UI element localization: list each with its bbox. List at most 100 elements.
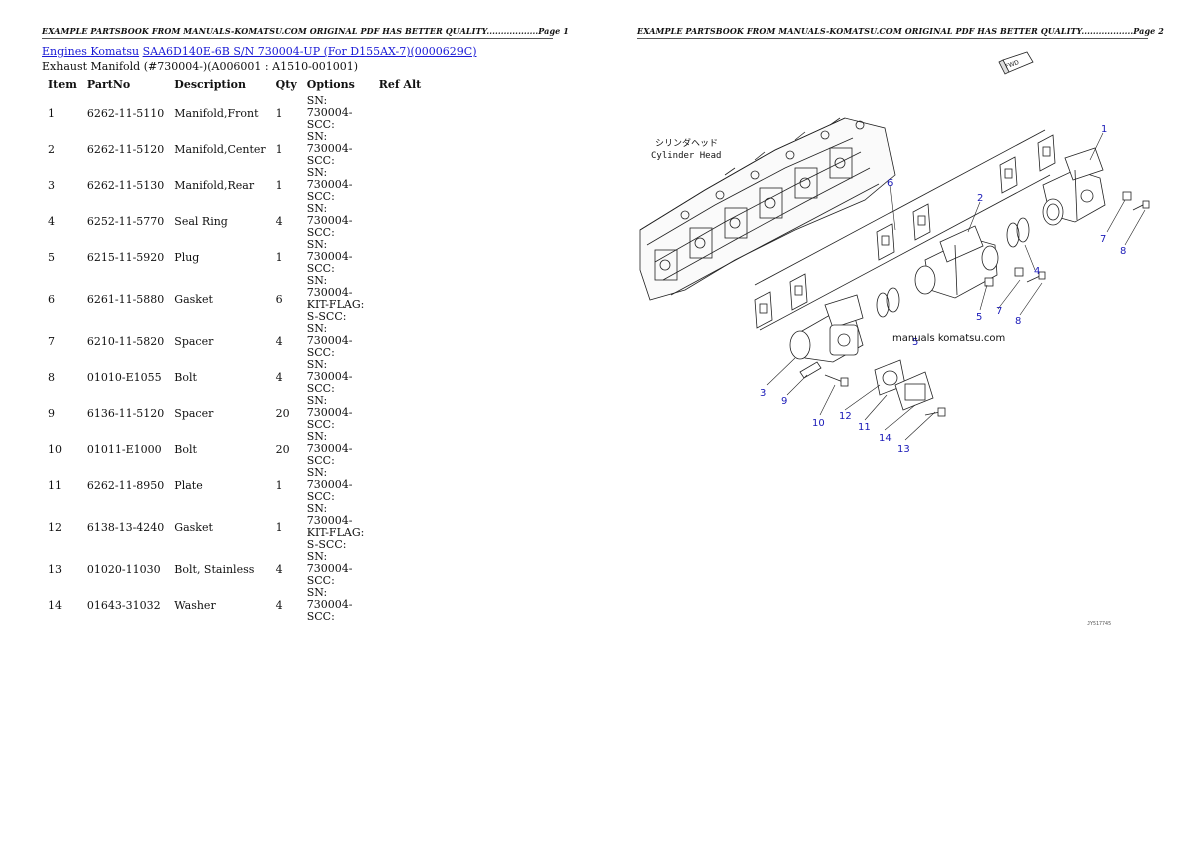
cell-item: 10: [48, 442, 62, 456]
cell-item: 2: [48, 142, 55, 156]
callout-10: 10: [812, 418, 825, 429]
cell-description: Manifold,Front: [174, 106, 259, 120]
col-item: Item: [48, 77, 77, 91]
cell-ref-alt: [373, 395, 426, 431]
col-options: Options: [306, 77, 355, 91]
cylinder-head-jp-label: シリンダヘッド: [655, 137, 718, 149]
cell-options: SN: 730004-KIT-FLAG: S-SCC:: [306, 274, 365, 323]
cell-description: Seal Ring: [174, 214, 228, 228]
callout-3: 3: [760, 388, 766, 399]
cell-description: Washer: [174, 598, 216, 612]
cell-item: 5: [48, 250, 55, 264]
cell-description: Bolt, Stainless: [174, 562, 255, 576]
cell-partno: 6261-11-5880: [86, 292, 165, 306]
callout-12: 12: [839, 411, 852, 422]
manifold-rear-drawing: [789, 294, 864, 363]
manifold-center-drawing: [914, 225, 999, 299]
cell-partno: 6262-11-5130: [86, 178, 165, 192]
cell-description: Manifold,Rear: [174, 178, 255, 192]
breadcrumb-engines-link[interactable]: Engines Komatsu: [42, 45, 140, 58]
cell-ref-alt: [373, 95, 426, 131]
page-2-header: EXAMPLE PARTSBOOK FROM MANUALS-KOMATSU.C…: [637, 26, 1164, 39]
page-1: EXAMPLE PARTSBOOK FROM MANUALS-KOMATSU.C…: [42, 26, 569, 623]
cell-options: SN: 730004-SCC:: [306, 322, 353, 359]
cell-partno: 6138-13-4240: [86, 520, 165, 534]
page-subtitle: Exhaust Manifold (#730004-)(A006001 : A1…: [42, 60, 359, 73]
cell-description: Plate: [174, 478, 203, 492]
cell-ref-alt: [373, 587, 426, 623]
cell-options: SN: 730004-SCC:: [306, 202, 353, 239]
small-parts-drawing: [799, 191, 1150, 387]
callout-14: 14: [879, 433, 892, 444]
cell-ref-alt: [373, 503, 426, 551]
cell-ref-alt: [373, 467, 426, 503]
cylinder-head-label: Cylinder Head: [651, 151, 721, 161]
exhaust-manifold-diagram: 1 2 3 4 5 6 7 8 9 10 11 12 13 14 7 8 5 シ…: [639, 51, 1150, 627]
cell-ref-alt: [373, 275, 426, 323]
plate-gasket-drawing: [874, 359, 946, 417]
callout-7: 7: [1100, 234, 1106, 245]
page-2: EXAMPLE PARTSBOOK FROM MANUALS-KOMATSU.C…: [595, 0, 1190, 842]
cell-partno: 6252-11-5770: [86, 214, 165, 228]
breadcrumb-model-link[interactable]: SAA6D140E-6B S/N 730004-UP (For D155AX-7…: [142, 45, 477, 58]
cell-ref-alt: [373, 167, 426, 203]
col-description: Description: [174, 77, 246, 91]
cell-options: SN: 730004-SCC:: [306, 466, 353, 503]
gasket-6-drawing: [754, 134, 1056, 329]
cell-qty: 4: [275, 598, 283, 612]
col-ref-alt: Ref Alt: [378, 77, 422, 91]
cell-ref-alt: [373, 323, 426, 359]
cell-qty: 1: [275, 520, 283, 534]
cell-description: Bolt: [174, 370, 197, 384]
cell-description: Bolt: [174, 442, 197, 456]
cell-partno: 01020-11030: [86, 562, 161, 576]
cell-item: 6: [48, 292, 55, 306]
seal-ring-4-drawing: [876, 217, 1030, 318]
col-partno: PartNo: [86, 77, 131, 91]
cell-item: 1: [48, 106, 55, 120]
cell-partno: 01011-E1000: [86, 442, 162, 456]
cell-ref-alt: [373, 203, 426, 239]
cell-ref-alt: [373, 431, 426, 467]
cell-description: Manifold,Center: [174, 142, 266, 156]
cell-partno: 6215-11-5920: [86, 250, 165, 264]
cell-description: Spacer: [174, 406, 214, 420]
cell-item: 8: [48, 370, 55, 384]
cell-description: Plug: [174, 250, 200, 264]
callout-9: 9: [781, 396, 787, 407]
cell-item: 3: [48, 178, 55, 192]
cell-qty: 4: [275, 214, 283, 228]
breadcrumb: Engines Komatsu SAA6D140E-6B S/N 730004-…: [42, 45, 477, 58]
table-header-row: Item PartNo Description Qty Options Ref …: [42, 76, 425, 95]
fwd-arrow-icon: [998, 51, 1034, 75]
callout-11: 11: [858, 422, 871, 433]
drawing-code: JY517745: [1087, 621, 1111, 627]
callout-2: 2: [977, 193, 983, 204]
cell-qty: 4: [275, 334, 283, 348]
page-1-header: EXAMPLE PARTSBOOK FROM MANUALS-KOMATSU.C…: [42, 26, 569, 39]
callout-8: 8: [1120, 246, 1126, 257]
callout-7b: 7: [996, 306, 1002, 317]
cell-partno: 6262-11-5120: [86, 142, 165, 156]
cell-partno: 6262-11-5110: [86, 106, 165, 120]
callout-5: 5: [976, 312, 982, 323]
col-qty: Qty: [275, 77, 297, 91]
callout-1: 1: [1101, 124, 1107, 135]
cell-qty: 1: [275, 250, 283, 264]
cell-ref-alt: [373, 551, 426, 587]
cell-item: 14: [48, 598, 62, 612]
cell-options: SN: 730004-SCC:: [306, 94, 353, 131]
callout-6: 6: [887, 178, 893, 189]
cell-partno: 6210-11-5820: [86, 334, 165, 348]
cell-options: SN: 730004-SCC:: [306, 430, 353, 467]
cell-partno: 6262-11-8950: [86, 478, 165, 492]
